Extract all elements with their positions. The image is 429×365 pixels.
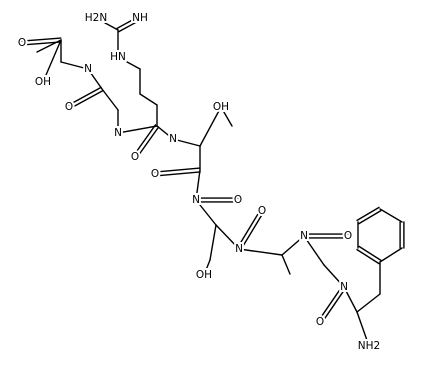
single-bond-line <box>356 311 370 347</box>
double-bond-line <box>239 211 265 251</box>
atom-label-alanine-n: N <box>84 63 92 75</box>
single-bond-line <box>95 17 119 31</box>
atom-label-guanidine-amine: H2N <box>85 12 107 24</box>
atom-label-glycine2-carbonyl-o: O <box>344 230 352 242</box>
single-bond-line <box>172 138 201 147</box>
single-bond-line <box>87 68 103 90</box>
single-bond-line <box>238 248 283 256</box>
atom-label-serine-n: N <box>235 243 243 255</box>
single-bond-line <box>220 106 233 127</box>
atom-label-threonine-carbonyl-o: O <box>151 168 159 180</box>
atom-label-guanidine-nh: HN <box>110 51 126 63</box>
atom-label-arginine-n: N <box>169 133 177 145</box>
double-bond-line <box>358 245 382 262</box>
double-bond-line <box>236 209 262 249</box>
atom-label-glycine-n: N <box>114 127 122 139</box>
atom-label-glycine-carbonyl-o: O <box>65 101 73 113</box>
double-bond-line <box>21 37 62 42</box>
single-bond-line <box>42 39 62 83</box>
atom-label-glycine2-n: N <box>340 281 348 293</box>
single-bond-line <box>117 56 141 70</box>
double-bond-line <box>154 167 201 173</box>
double-bond-line <box>317 285 344 322</box>
single-bond-line <box>156 125 174 140</box>
double-bond-line <box>358 209 382 225</box>
atom-label-phenylalanine-amine: NH2 <box>358 340 380 352</box>
atom-label-threonine-n: N <box>192 194 200 206</box>
single-bond-line <box>101 88 119 111</box>
single-bond-line <box>215 224 240 250</box>
atom-label-acid-oh: OH <box>35 76 51 88</box>
atom-label-threonine-oh: OH <box>213 101 229 113</box>
double-bond-line <box>132 124 157 157</box>
double-bond-line <box>154 171 201 177</box>
single-bond-line <box>379 247 403 263</box>
double-bond-line <box>69 89 104 110</box>
atom-label-acid-carbonyl-o: O <box>18 37 26 49</box>
atom-label-arginine-carbonyl-o: O <box>131 151 139 163</box>
atom-label-guanidine-imine: NH <box>132 12 148 24</box>
single-bond-line <box>195 199 217 226</box>
single-bond-line <box>303 235 325 266</box>
bond-lines <box>21 15 405 347</box>
atom-label-phenylalanine-carbonyl-o: O <box>316 316 324 328</box>
atom-label-serine-carbonyl-o: O <box>234 194 242 206</box>
single-bond-line <box>60 61 89 70</box>
single-bond-line <box>209 224 217 261</box>
single-bond-line <box>379 208 403 223</box>
double-bond-line <box>118 18 142 33</box>
single-bond-line <box>356 293 381 313</box>
double-bond-line <box>116 15 140 30</box>
single-bond-line <box>343 286 358 313</box>
double-bond-line <box>21 41 62 46</box>
single-bond-line <box>203 259 211 276</box>
double-bond-line <box>135 126 160 159</box>
double-bond-line <box>356 248 380 265</box>
double-bond-line <box>320 287 347 324</box>
single-bond-line <box>281 254 291 275</box>
atom-label-serine-oh: OH <box>196 269 212 281</box>
single-bond-line <box>199 106 222 147</box>
atom-label-alanine2-n: N <box>300 230 308 242</box>
atom-labels: H2N NH HN N OH O O N O N OH O N O OH N O… <box>16 10 382 354</box>
single-bond-line <box>281 235 305 256</box>
single-bond-line <box>323 264 345 288</box>
double-bond-line <box>67 86 102 107</box>
atom-label-alanine2-carbonyl-o: O <box>258 205 266 217</box>
single-bond-line <box>139 93 158 106</box>
single-bond-line <box>117 125 158 134</box>
single-bond-line <box>195 169 201 201</box>
double-bond-line <box>356 206 380 222</box>
